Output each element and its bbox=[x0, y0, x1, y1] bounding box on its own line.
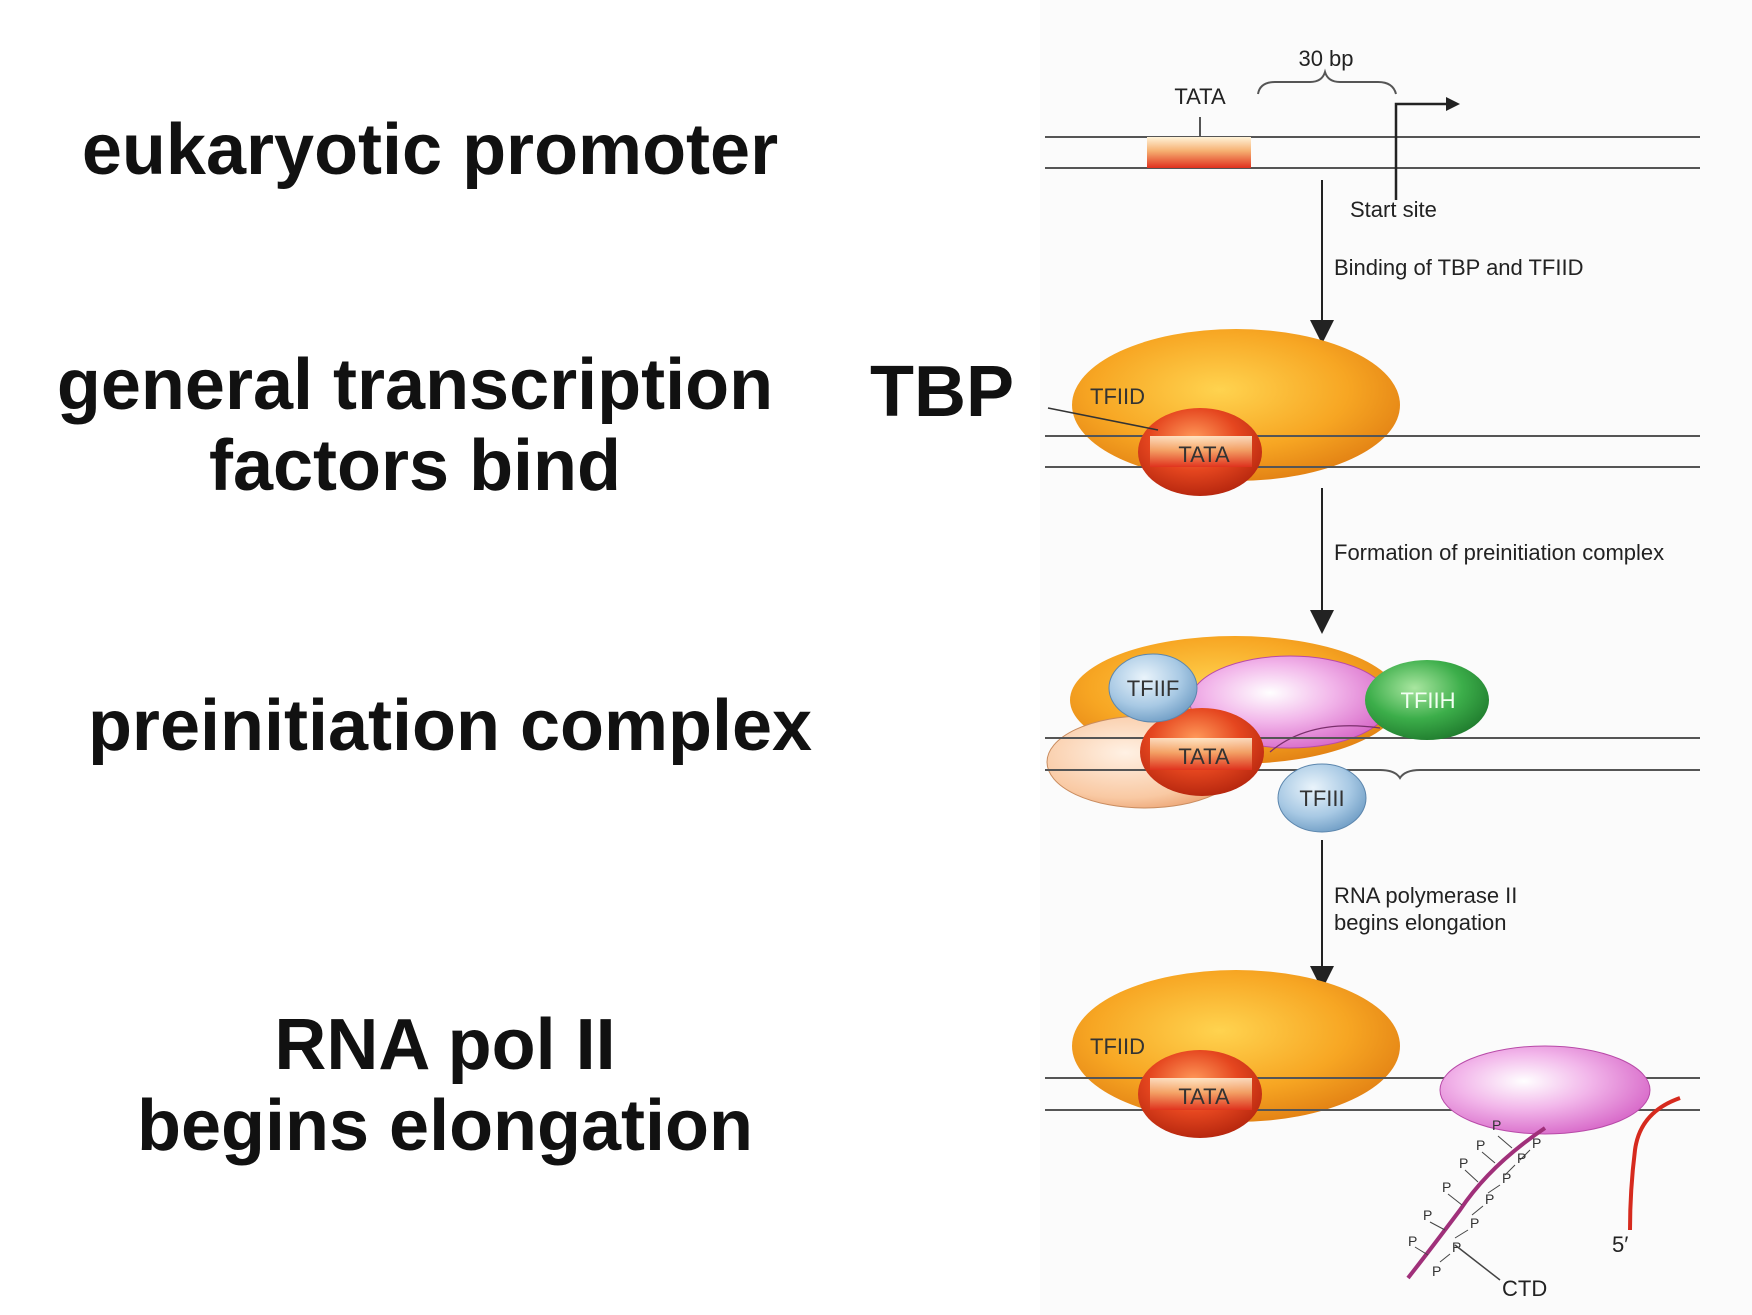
promoter-dna: TATA 30 bp Start site bbox=[1045, 46, 1700, 222]
tata-box bbox=[1147, 137, 1251, 168]
caption-line: RNA pol II bbox=[274, 1005, 616, 1085]
step1-label: Binding of TBP and TFIID bbox=[1334, 255, 1583, 280]
phosphate-label: P bbox=[1517, 1150, 1526, 1166]
caption-line: general transcription bbox=[56, 345, 774, 425]
phosphate-label: P bbox=[1459, 1155, 1468, 1171]
tata-label: TATA bbox=[1178, 744, 1230, 769]
ctd-pointer-line bbox=[1454, 1244, 1501, 1281]
phosphate-label: P bbox=[1408, 1233, 1417, 1249]
tbp-pointer-line bbox=[1047, 407, 1159, 431]
caption-eukaryotic-promoter: eukaryotic promoter bbox=[81, 110, 779, 190]
rna-polymerase-blob bbox=[1439, 1045, 1651, 1135]
tfiif-blob bbox=[1108, 653, 1198, 723]
ctd-label: CTD bbox=[1502, 1276, 1547, 1301]
tata-label: TATA bbox=[1178, 1084, 1230, 1109]
tata-label: TATA bbox=[1178, 442, 1230, 467]
phosphate-label: P bbox=[1442, 1179, 1451, 1195]
ctd-phosphates bbox=[1414, 1135, 1531, 1263]
five-prime-label: 5′ bbox=[1612, 1232, 1628, 1257]
phosphate-label: P bbox=[1476, 1137, 1485, 1153]
caption-line: factors bind bbox=[208, 425, 622, 506]
caption-tbp: TBP bbox=[870, 352, 1014, 432]
tata-label: TATA bbox=[1174, 84, 1226, 109]
phosphate-label: P bbox=[1423, 1207, 1432, 1223]
step3-label-line1: RNA polymerase II bbox=[1334, 883, 1517, 908]
tfiii-label: TFIII bbox=[1299, 786, 1344, 811]
bp-brace bbox=[1257, 68, 1397, 95]
tfiid-label: TFIID bbox=[1090, 1034, 1145, 1059]
step3-label-line2: begins elongation bbox=[1334, 910, 1506, 935]
start-site-arrow bbox=[1394, 102, 1452, 200]
start-site-arrowhead bbox=[1446, 97, 1460, 111]
step2-label: Formation of preinitiation complex bbox=[1334, 540, 1664, 565]
tfiih-blob bbox=[1365, 660, 1489, 740]
preinitiation-complex: TATA TFIIF TFIIH TFIII bbox=[1045, 636, 1700, 833]
ctd-tail bbox=[1406, 1126, 1547, 1280]
phosphate-label: P bbox=[1470, 1215, 1479, 1231]
phosphate-label: P bbox=[1485, 1191, 1494, 1207]
tfiid-label: TFIID bbox=[1090, 384, 1145, 409]
caption-preinitiation-complex: preinitiation complex bbox=[87, 686, 813, 766]
tfiif-label: TFIIF bbox=[1127, 676, 1180, 701]
rna-transcript bbox=[1628, 1096, 1681, 1231]
phosphate-label: P bbox=[1432, 1263, 1441, 1279]
elongation-complex: TATA TFIID 5′ P P P P P P P P P P P bbox=[1045, 970, 1700, 1301]
tfiid-tbp-complex: TATA TFIID bbox=[1045, 329, 1700, 496]
tfiii-blob bbox=[1277, 763, 1367, 833]
caption-rna-pol-elongation: RNA pol II begins elongation bbox=[0, 1005, 890, 1166]
bp-label: 30 bp bbox=[1298, 46, 1353, 71]
phosphate-label: P bbox=[1492, 1117, 1501, 1133]
tfiih-label: TFIIH bbox=[1401, 688, 1456, 713]
caption-general-transcription-factors: general transcription factors bind bbox=[0, 345, 830, 506]
start-site-label: Start site bbox=[1350, 197, 1437, 222]
phosphate-label: P bbox=[1532, 1135, 1541, 1151]
caption-line: begins elongation bbox=[136, 1085, 753, 1166]
phosphate-label: P bbox=[1502, 1170, 1511, 1186]
